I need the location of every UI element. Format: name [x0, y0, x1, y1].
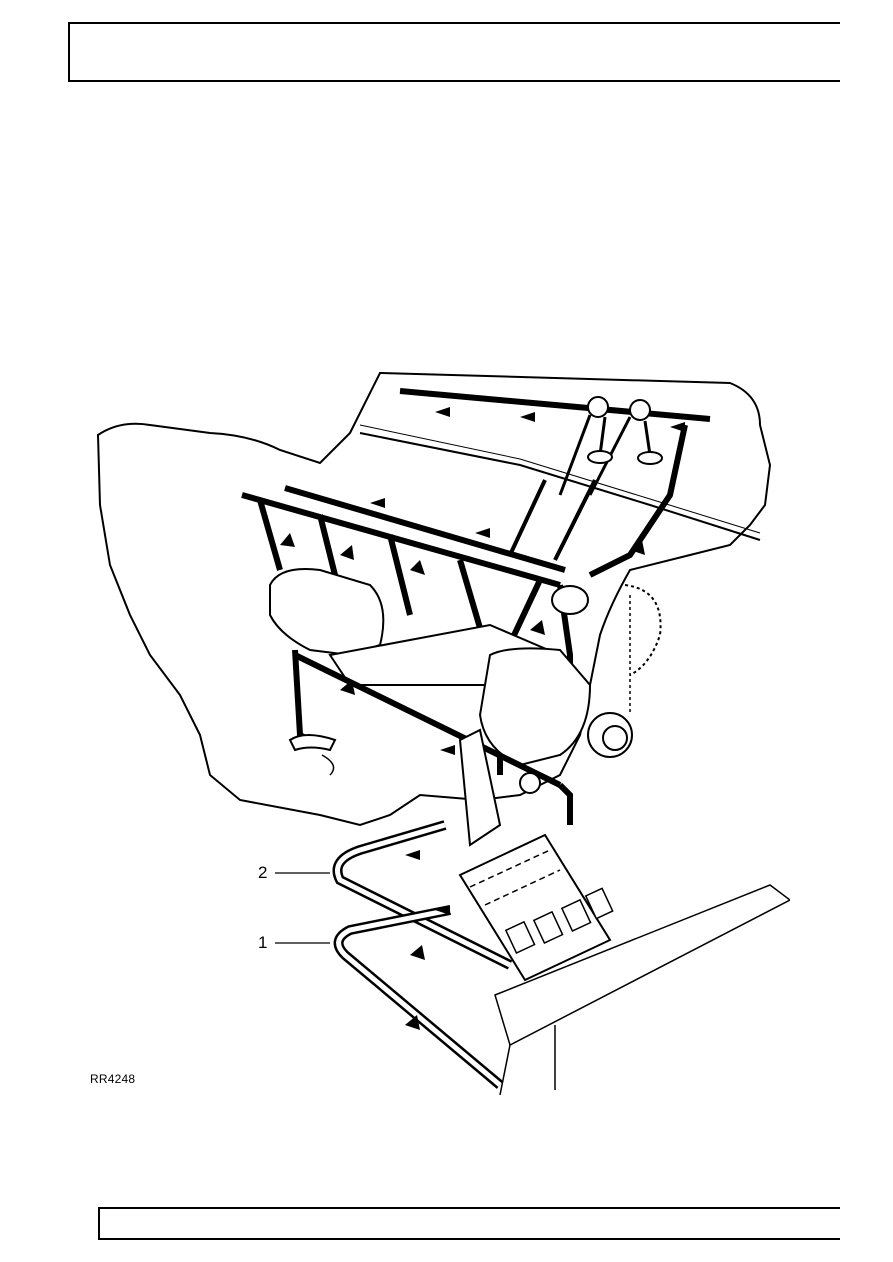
- engine-lubrication-illustration: [96, 371, 790, 1095]
- main-oil-gallery: [241, 492, 561, 588]
- radiator-block: [494, 884, 790, 1047]
- figure-reference-code: RR4248: [90, 1072, 136, 1086]
- engine-block-outline: [96, 371, 772, 827]
- callout-1-label: 1: [258, 933, 268, 952]
- cooler-pipe-1: [333, 905, 504, 1089]
- upper-oil-gallery: [399, 388, 711, 422]
- page-footer-box: [98, 1207, 840, 1240]
- oil-filter: [458, 833, 612, 982]
- page-header-box: [68, 22, 840, 82]
- callout-2-label: 2: [258, 863, 268, 882]
